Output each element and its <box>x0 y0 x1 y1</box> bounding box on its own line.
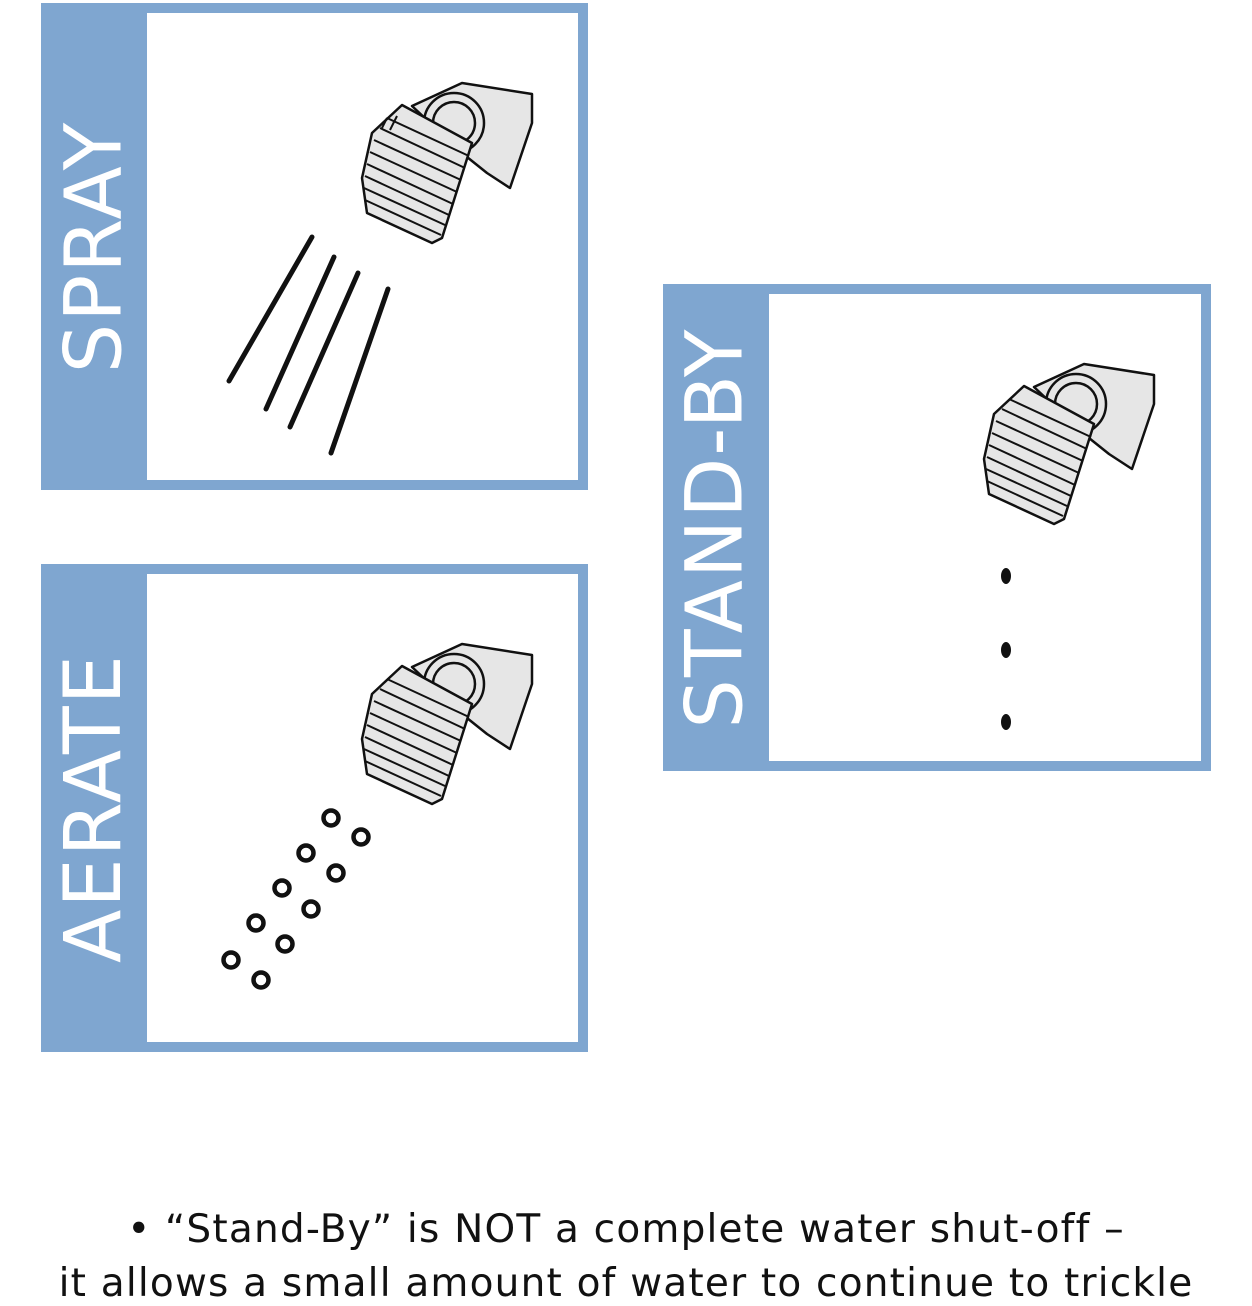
spray-stream-icon <box>226 234 391 456</box>
standby-note-line-2: it allows a small amount of water to con… <box>58 1261 1194 1306</box>
shower-head-icon <box>360 81 534 245</box>
trickle-dots-icon <box>1001 568 1011 730</box>
standby-label: STAND-BY <box>671 326 761 729</box>
spray-label-band: SPRAY <box>41 3 147 490</box>
aerate-svg <box>221 642 534 990</box>
standby-mode-panel: STAND-BY <box>663 284 1211 771</box>
spray-svg <box>226 81 534 456</box>
aerate-illustration <box>147 574 578 1042</box>
standby-illustration <box>769 294 1201 761</box>
standby-label-band: STAND-BY <box>663 284 769 771</box>
standby-svg <box>982 362 1156 730</box>
shower-head-icon <box>360 642 534 806</box>
aerate-label: AERATE <box>49 653 140 963</box>
spray-mode-panel: SPRAY <box>41 3 588 490</box>
standby-note-line-1: • “Stand-By” is NOT a complete water shu… <box>127 1207 1125 1252</box>
aerate-bubbles-icon <box>221 808 371 990</box>
shower-head-icon <box>982 362 1156 526</box>
spray-illustration <box>147 13 578 480</box>
spray-label: SPRAY <box>49 120 139 373</box>
aerate-mode-panel: AERATE <box>41 564 588 1052</box>
aerate-label-band: AERATE <box>41 564 147 1052</box>
